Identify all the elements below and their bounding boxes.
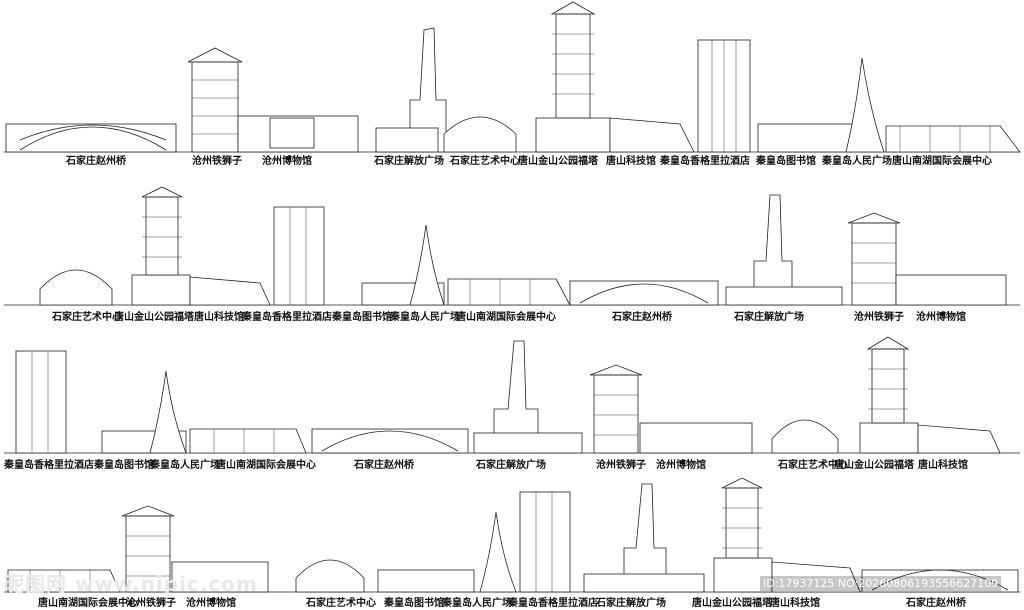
row3-label-5: 石家庄赵州桥: [354, 460, 414, 471]
row1-label-11: 唐山南湖国际会展中心: [892, 156, 992, 167]
row2-label-2: 唐山金山公园福塔: [114, 312, 194, 323]
row1-label-3: 沧州博物馆: [262, 156, 312, 167]
row4-label-3: 沧州博物馆: [186, 598, 236, 609]
skyline-row-4: 唐山南湖国际会展中心 沧州铁狮子 沧州博物馆 石家庄艺术中心 秦皇岛图书馆 秦皇…: [0, 478, 1024, 609]
tangshan-science-drawing: [609, 117, 695, 153]
row2-label-7: 唐山南湖国际会展中心: [456, 312, 556, 323]
skyline-drawing-2: [4, 186, 1020, 306]
shangrila-hotel-drawing: [697, 39, 751, 153]
row4-label-10: 唐山科技馆: [770, 598, 820, 609]
cangzhou-museum-drawing: [237, 115, 359, 153]
row2-label-5: 秦皇岛图书馆: [332, 312, 392, 323]
zhaozhou-bridge-drawing: [5, 123, 177, 153]
row4-label-7: 秦皇岛香格里拉酒店: [508, 598, 598, 609]
jinshan-pagoda-drawing: [535, 1, 611, 153]
row4-label-2: 沧州铁狮子: [126, 598, 176, 609]
peoples-square-drawing: [845, 57, 885, 153]
row2-label-11: 沧州博物馆: [916, 312, 966, 323]
row1-label-4: 石家庄解放广场: [374, 156, 444, 167]
row1-label-5: 石家庄艺术中心: [450, 156, 520, 167]
row3-label-9: 石家庄艺术中心: [778, 460, 848, 471]
row4-label-6: 秦皇岛人民广场: [442, 598, 512, 609]
row4-label-8: 石家庄解放广场: [596, 598, 666, 609]
row3-label-7: 沧州铁狮子: [596, 460, 646, 471]
row1-label-8: 秦皇岛香格里拉酒店: [660, 156, 750, 167]
skyline-row-2: 石家庄艺术中心 唐山金山公园福塔 唐山科技馆 秦皇岛香格里拉酒店 秦皇岛图书馆 …: [0, 185, 1024, 325]
row2-label-1: 石家庄艺术中心: [52, 312, 122, 323]
skyline-drawing-1: [4, 1, 1021, 153]
row2-label-4: 秦皇岛香格里拉酒店: [242, 312, 332, 323]
row3-label-2: 秦皇岛图书馆: [94, 460, 154, 471]
art-center-drawing: [443, 116, 517, 153]
row1-label-2: 沧州铁狮子: [192, 156, 242, 167]
qinhuangdao-library-drawing: [757, 123, 855, 153]
row3-label-8: 沧州博物馆: [656, 460, 706, 471]
row3-label-10: 唐山金山公园福塔: [834, 460, 914, 471]
row3-label-1: 秦皇岛香格里拉酒店: [4, 460, 94, 471]
row1-label-10: 秦皇岛人民广场: [822, 156, 892, 167]
row4-label-11: 石家庄赵州桥: [906, 598, 966, 609]
row4-label-4: 石家庄艺术中心: [306, 598, 376, 609]
row3-label-11: 唐山科技馆: [918, 460, 968, 471]
row1-label-1: 石家庄赵州桥: [66, 156, 126, 167]
row3-label-4: 唐山南湖国际会展中心: [216, 460, 316, 471]
row3-label-6: 石家庄解放广场: [476, 460, 546, 471]
row2-label-8: 石家庄赵州桥: [612, 312, 672, 323]
row1-label-7: 唐山科技馆: [606, 156, 656, 167]
skyline-row-3: 秦皇岛香格里拉酒店 秦皇岛图书馆 秦皇岛人民广场 唐山南湖国际会展中心 石家庄赵…: [0, 335, 1024, 473]
row2-label-6: 秦皇岛人民广场: [390, 312, 460, 323]
skyline-drawing-3: [4, 336, 1020, 454]
row3-label-3: 秦皇岛人民广场: [150, 460, 220, 471]
image-id-watermark: ID:17937125 NO:20260806193556627109: [760, 576, 1002, 591]
cangzhou-tower-drawing: [187, 47, 243, 153]
row4-label-1: 唐山南湖国际会展中心: [38, 598, 138, 609]
row1-label-9: 秦皇岛图书馆: [756, 156, 816, 167]
row4-label-9: 唐山金山公园福塔: [692, 598, 772, 609]
row2-label-9: 石家庄解放广场: [734, 312, 804, 323]
row2-label-3: 唐山科技馆: [194, 312, 244, 323]
skyline-row-1: 石家庄赵州桥 沧州铁狮子 沧州博物馆 石家庄解放广场 石家庄艺术中心 唐山金山公…: [0, 0, 1024, 175]
row4-label-5: 秦皇岛图书馆: [384, 598, 444, 609]
expo-center-drawing: [885, 125, 1021, 153]
row2-label-10: 沧州铁狮子: [854, 312, 904, 323]
skyline-drawing-4: [4, 478, 1020, 593]
liberation-square-drawing: [375, 27, 447, 153]
nipic-watermark: 昵图网 www.nipic.com: [4, 572, 258, 596]
row1-label-6: 唐山金山公园福塔: [518, 156, 598, 167]
